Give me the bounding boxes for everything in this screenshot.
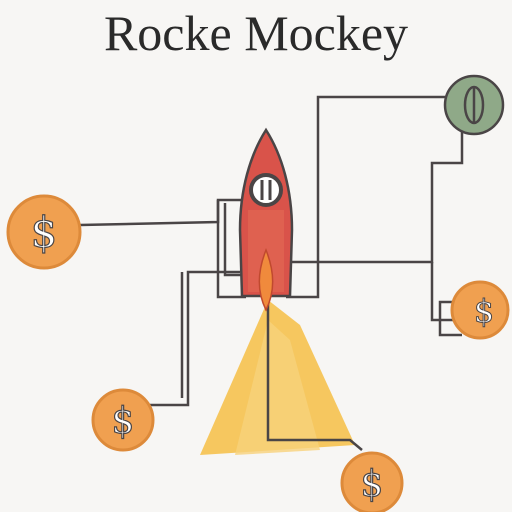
node-top-right xyxy=(443,74,505,136)
coin-left: $ xyxy=(6,194,82,270)
rocket-window xyxy=(249,173,283,207)
exhaust-plume-inner xyxy=(235,320,320,455)
rocket-flame xyxy=(258,247,274,312)
coin-right-symbol: $ xyxy=(474,292,494,330)
coin-bottom-left-symbol: $ xyxy=(112,401,135,442)
link-left-bracket xyxy=(216,200,246,299)
coin-bottom: $ xyxy=(340,451,404,512)
link-bottom-left-coin xyxy=(150,270,240,407)
link-right-coin xyxy=(438,300,462,337)
link-top-right-node xyxy=(286,95,447,299)
link-bottom-coin xyxy=(266,300,363,451)
diagram-title: Rocke Mockey xyxy=(103,5,409,61)
rocket xyxy=(238,127,294,312)
coin-left-symbol: $ xyxy=(31,208,58,257)
link-right-upper xyxy=(430,262,456,322)
coin-right: $ xyxy=(450,280,510,340)
connector-lines xyxy=(79,95,464,451)
coin-bottom-left: $ xyxy=(91,388,155,452)
coin-bottom-symbol: $ xyxy=(361,464,384,505)
link-top-right-down xyxy=(290,130,464,264)
